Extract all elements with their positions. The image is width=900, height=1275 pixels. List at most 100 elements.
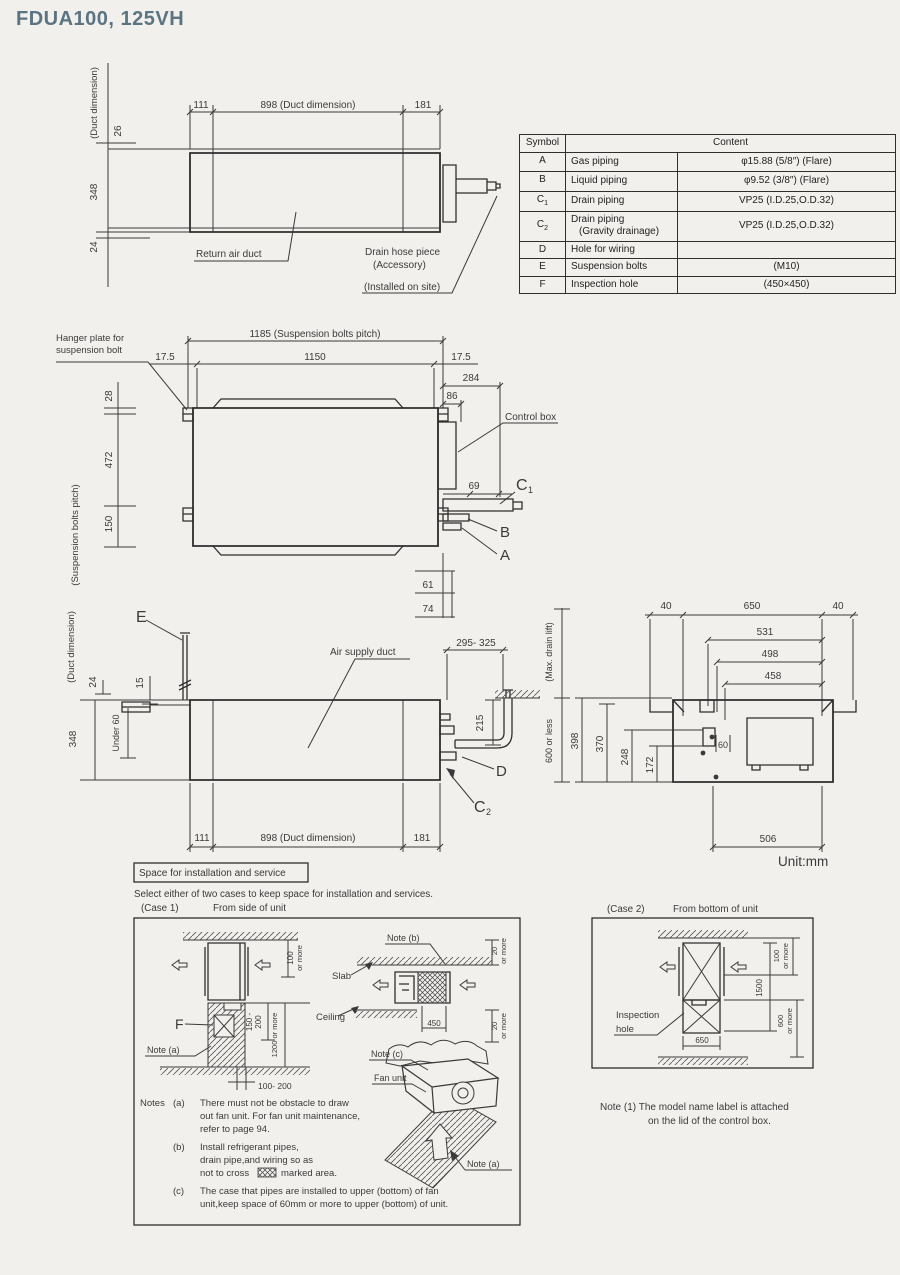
dim-24-side: 24: [88, 676, 99, 688]
end-dim-lines: [575, 611, 858, 852]
plan-flanges-hangers: [182, 398, 449, 556]
dim-15: 15: [135, 677, 146, 689]
dim-40-right: 40: [832, 601, 844, 612]
spec-cell: φ9.52 (3/8″) (Flare): [677, 171, 896, 192]
inspection-label-2: hole: [616, 1024, 634, 1035]
symbol-c2-sub: 2: [486, 807, 491, 817]
dim-17-5-left: 17.5: [155, 352, 175, 363]
left-arrow-icon: [254, 959, 271, 971]
leader-lines: [194, 195, 498, 294]
dim-898-duct: 898 (Duct dimension): [260, 100, 355, 111]
note-a-line1: There must not be obstacle to draw: [200, 1098, 349, 1109]
drain-hose-label-1: Drain hose piece: [365, 247, 440, 258]
end-unit-outline: [672, 699, 834, 783]
note1-line2: on the lid of the control box.: [648, 1116, 771, 1127]
unit-mm-label: Unit:mm: [778, 854, 828, 869]
note-b-line2: drain pipe,and wiring so as: [200, 1155, 313, 1166]
drain-hose-label-2: (Accessory): [373, 260, 426, 271]
note-b-line3-pre: not to cross: [200, 1168, 249, 1179]
dim-150: 150: [104, 515, 115, 532]
case2-tag: (Case 2): [607, 904, 645, 915]
case2-hatch-top: [658, 930, 748, 938]
note-c-label: Note (c): [371, 1049, 403, 1059]
ceiling-arrowhead: [351, 1006, 359, 1014]
dim-181: 181: [415, 100, 432, 111]
suspension-pitch-vertical-label: (Suspension bolts pitch): [70, 484, 81, 585]
inspection-hole-x: [213, 1014, 235, 1038]
dim-under-60: Under 60: [111, 714, 121, 751]
max-drain-lift-label: (Max. drain lift): [544, 622, 554, 682]
dim-506: 506: [760, 834, 777, 845]
return-air-duct-label: Return air duct: [196, 249, 262, 260]
note-b-label: Note (b): [387, 933, 420, 943]
dim-40-left: 40: [660, 601, 672, 612]
dim-295-325: 295- 325: [456, 638, 496, 649]
notes-block: Notes (a) There must not be obstacle to …: [140, 1098, 448, 1210]
top-view-lines: [96, 63, 444, 287]
dim-or-more-top-rot: or more: [499, 938, 508, 964]
piping-stubs: [442, 498, 523, 531]
ground-hatch-bottom: [160, 1068, 310, 1075]
case2-diagram: (Case 2) From bottom of unit Inspection …: [591, 904, 814, 1069]
item-cell: Drain piping: [565, 191, 678, 212]
c2-arrowhead: [446, 768, 455, 779]
case1-left-diagram: F Note (a) 100 or more 150 - 200 1200 or…: [145, 932, 310, 1091]
unit-side-shape: [204, 942, 249, 1001]
table-row: E Suspension bolts (M10): [519, 258, 896, 277]
pipe-dot-1: [709, 734, 715, 740]
ceiling-hatch-2: [355, 1011, 417, 1018]
duct-dimension-vertical-label: (Duct dimension): [89, 67, 100, 139]
unit-section-shape: [394, 971, 451, 1004]
case2-box: [591, 917, 814, 1069]
table-row: B Liquid piping φ9.52 (3/8″) (Flare): [519, 171, 896, 192]
case2-hatch-bottom: [658, 1058, 748, 1065]
case2-inspection-x: [682, 999, 721, 1034]
dim-370: 370: [595, 735, 606, 752]
symbol-text: F: [539, 278, 546, 290]
dim-450: 450: [427, 1019, 441, 1028]
ground-hatch-top: [183, 932, 298, 940]
note-a2-arrowhead: [450, 1150, 459, 1161]
table-row: C2 Drain piping(Gravity drainage) VP25 (…: [519, 210, 896, 242]
left-arrow-icon: [659, 961, 676, 973]
note-a-line3: refer to page 94.: [200, 1124, 270, 1135]
top-side-view: (Duct dimension) 26 348 24 111 898 (Duct…: [89, 63, 501, 294]
item-cell: Gas piping: [565, 151, 678, 173]
dim-284: 284: [463, 373, 480, 384]
dim-86: 86: [446, 391, 458, 402]
dim-898-side: 898 (Duct dimension): [260, 833, 355, 844]
item-text: Inspection hole: [571, 278, 639, 290]
unit-outline: [189, 152, 441, 233]
dim-172: 172: [645, 756, 656, 773]
table-row: A Gas piping φ15.88 (5/8″) (Flare): [519, 151, 896, 173]
dim-24: 24: [89, 241, 100, 253]
side-dim-lines: [80, 608, 570, 852]
note-c-line1: The case that pipes are installed to upp…: [200, 1186, 439, 1197]
symbol-text: C: [536, 218, 545, 230]
drain-hose-label-3: (Installed on site): [364, 282, 440, 293]
symbol-cell: C1: [519, 191, 566, 212]
dim-20-top-rot: 20: [490, 947, 499, 955]
dim-100-case2-rot: 100: [772, 950, 781, 963]
dim-398: 398: [570, 732, 581, 749]
end-view: 40 650 40 531 498 458 398 370 248 172 60…: [570, 601, 858, 852]
item-text: Gas piping: [571, 155, 619, 167]
symbol-cell: D: [519, 240, 566, 260]
spec-table: Symbol Content A Gas piping φ15.88 (5/8″…: [519, 134, 896, 295]
symbol-b: B: [500, 524, 510, 541]
marked-area-crosshatch: [417, 971, 447, 1004]
symbol-c1-sub: 1: [528, 485, 533, 495]
item-cell: Drain piping(Gravity drainage): [565, 210, 678, 242]
ceiling-label: Ceiling: [316, 1012, 345, 1023]
symbol-cell: E: [519, 258, 566, 277]
dim-60: 60: [718, 740, 728, 750]
left-arrow-icon: [730, 961, 747, 973]
left-arrow-icon: [171, 959, 188, 971]
dim-200-rot: 200: [254, 1015, 263, 1029]
col-symbol-header: Symbol: [519, 134, 566, 153]
marked-area-swatch: [257, 1167, 277, 1178]
dim-650: 650: [744, 601, 761, 612]
notes-lead: Notes: [140, 1098, 165, 1109]
dim-150-rot: 150 -: [245, 1013, 254, 1032]
dim-1185-pitch: 1185 (Suspension bolts pitch): [249, 329, 380, 340]
